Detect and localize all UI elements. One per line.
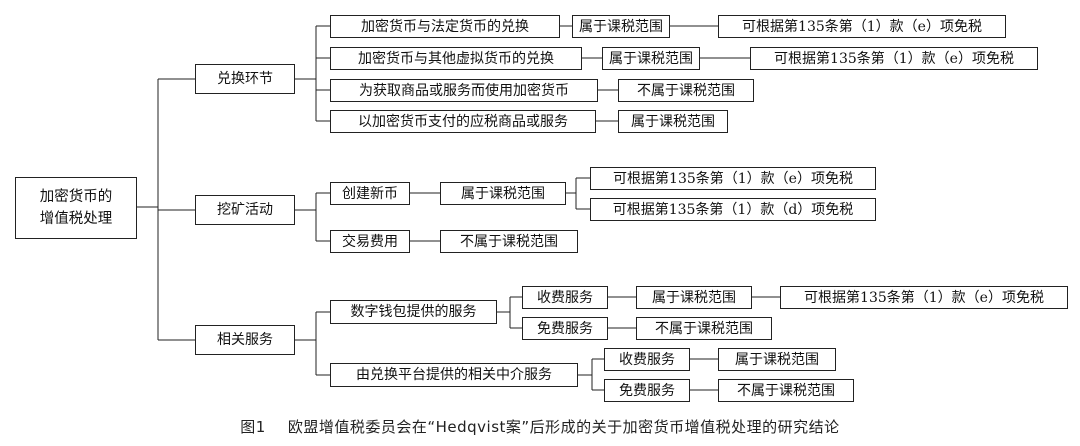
status-badge: 属于课税范围 xyxy=(718,348,836,371)
exchange-item-goods: 为获取商品或服务而使用加密货币 xyxy=(330,79,598,102)
figure-number: 图1 xyxy=(240,418,266,436)
platform-paid-node: 收费服务 xyxy=(604,348,690,371)
services-item-platform: 由兑换平台提供的相关中介服务 xyxy=(330,363,578,387)
services-node: 相关服务 xyxy=(195,325,295,355)
status-badge: 属于课税范围 xyxy=(440,182,566,205)
figure-caption-text: 欧盟增值税委员会在“Hedqvist案”后形成的关于加密货币增值税处理的研究结论 xyxy=(287,418,840,436)
mining-item-fees: 交易费用 xyxy=(330,230,410,253)
exchange-item-fiat: 加密货币与法定货币的兑换 xyxy=(330,15,560,38)
platform-free-node: 免费服务 xyxy=(604,379,690,402)
exemption-note: 可根据第135条第（1）款（e）项免税 xyxy=(718,15,1006,38)
exemption-note: 可根据第135条第（1）款（d）项免税 xyxy=(590,198,876,221)
root-label-line2: 增值税处理 xyxy=(39,211,113,227)
figure-caption: 图1 欧盟增值税委员会在“Hedqvist案”后形成的关于加密货币增值税处理的研究… xyxy=(0,416,1080,437)
root-node: 加密货币的 增值税处理 xyxy=(15,177,137,239)
wallet-paid-node: 收费服务 xyxy=(522,286,608,309)
exchange-item-virtual: 加密货币与其他虚拟货币的兑换 xyxy=(330,47,582,70)
status-badge: 属于课税范围 xyxy=(636,286,752,309)
services-item-wallet: 数字钱包提供的服务 xyxy=(330,300,497,324)
status-badge: 不属于课税范围 xyxy=(618,79,754,102)
exemption-note: 可根据第135条第（1）款（e）项免税 xyxy=(590,167,876,190)
mining-node: 挖矿活动 xyxy=(195,195,295,225)
exchange-node: 兑换环节 xyxy=(195,64,295,94)
exchange-item-taxable: 以加密货币支付的应税商品或服务 xyxy=(330,110,596,133)
status-badge: 不属于课税范围 xyxy=(636,317,772,340)
status-badge: 属于课税范围 xyxy=(602,47,700,70)
status-badge: 不属于课税范围 xyxy=(718,379,854,402)
exemption-note: 可根据第135条第（1）款（e）项免税 xyxy=(780,286,1068,309)
exemption-note: 可根据第135条第（1）款（e）项免税 xyxy=(750,47,1038,70)
wallet-free-node: 免费服务 xyxy=(522,317,608,340)
root-label-line1: 加密货币的 xyxy=(39,189,113,205)
status-badge: 属于课税范围 xyxy=(618,110,728,133)
status-badge: 不属于课税范围 xyxy=(440,230,578,253)
status-badge: 属于课税范围 xyxy=(572,15,670,38)
mining-item-new-coin: 创建新币 xyxy=(330,182,410,205)
